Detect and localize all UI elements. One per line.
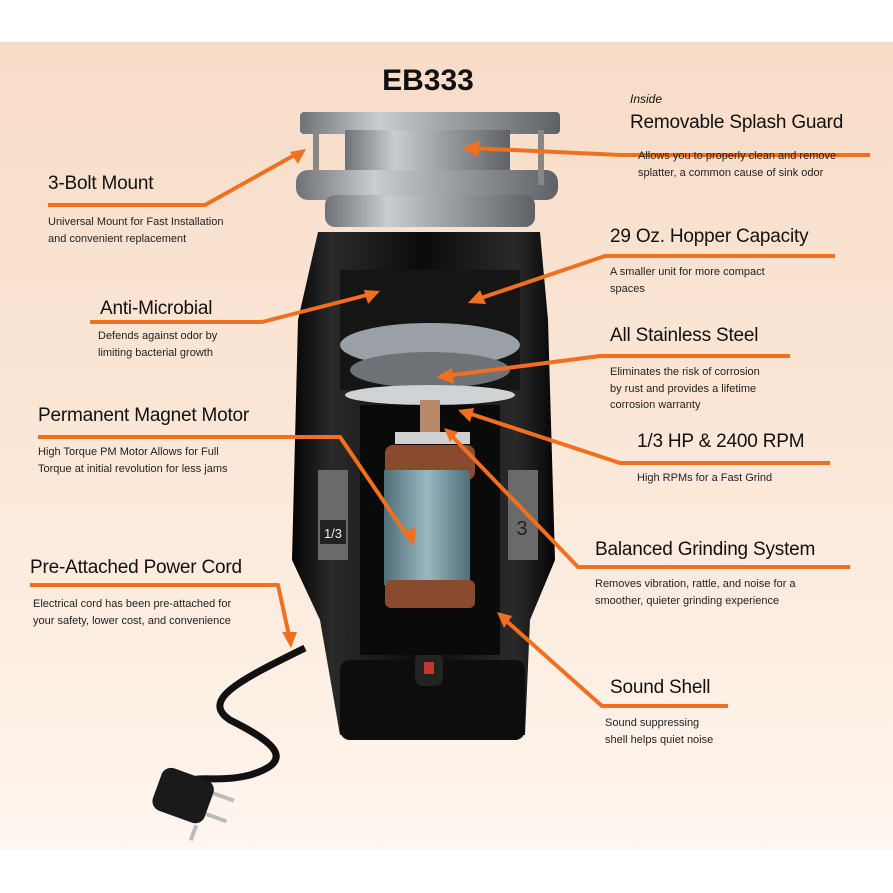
- sound-shell-heading: Sound Shell: [610, 677, 711, 698]
- power-cord-desc: Electrical cord has been pre-attached fo…: [33, 596, 231, 629]
- splash-guard-heading: Removable Splash Guard: [630, 112, 844, 133]
- desc-line: your safety, lower cost, and convenience: [33, 614, 231, 627]
- desc-line: High Torque PM Motor Allows for Full: [38, 446, 219, 458]
- desc-line: Defends against odor by: [98, 330, 218, 342]
- hopper-desc: A smaller unit for more compact spaces: [610, 264, 765, 297]
- anti-microbial-heading: Anti-Microbial: [100, 298, 213, 319]
- desc-line: splatter, a common cause of sink odor: [638, 166, 824, 179]
- motor-heading: Permanent Magnet Motor: [38, 405, 250, 426]
- bolt-mount-heading: 3-Bolt Mount: [48, 173, 154, 194]
- desc-line: High RPMs for a Fast Grind: [637, 472, 773, 484]
- splash-guard-line: [469, 146, 870, 157]
- desc-line: A smaller unit for more compact: [610, 266, 765, 278]
- motor-line: [38, 435, 412, 542]
- desc-line: Torque at initial revolution for less ja…: [38, 462, 228, 475]
- stainless-line: [444, 354, 790, 378]
- product-label-right: 3: [516, 518, 527, 540]
- desc-line: Sound suppressing: [605, 717, 700, 729]
- desc-line: by rust and provides a lifetime: [610, 382, 757, 395]
- desc-line: Universal Mount for Fast Installation: [48, 216, 224, 228]
- power-cord-heading: Pre-Attached Power Cord: [30, 557, 242, 578]
- desc-line: Allows you to properly clean and remove: [638, 150, 837, 162]
- splash-guard-prefix: Inside: [630, 92, 663, 106]
- balanced-line: [446, 430, 850, 569]
- sound-shell-desc: Sound suppressing shell helps quiet noise: [605, 715, 713, 748]
- desc-line: spaces: [610, 282, 645, 295]
- arrowheads: [282, 140, 512, 648]
- desc-line: shell helps quiet noise: [605, 733, 714, 746]
- splash-guard-desc: Allows you to properly clean and remove s…: [638, 148, 836, 181]
- bolt-mount-desc: Universal Mount for Fast Installation and…: [48, 214, 223, 247]
- desc-line: Removes vibration, rattle, and noise for…: [595, 578, 796, 590]
- stainless-heading: All Stainless Steel: [610, 325, 759, 346]
- desc-line: limiting bacterial growth: [98, 346, 213, 359]
- desc-line: smoother, quieter grinding experience: [595, 594, 780, 607]
- hp-rpm-desc: High RPMs for a Fast Grind: [637, 470, 772, 487]
- callout-lines: [30, 146, 870, 708]
- hopper-heading: 29 Oz. Hopper Capacity: [610, 226, 809, 247]
- hp-line: [464, 410, 830, 465]
- desc-line: corrosion warranty: [610, 399, 701, 411]
- desc-line: Electrical cord has been pre-attached fo…: [33, 598, 232, 610]
- power-cord-line: [30, 583, 292, 641]
- motor-stator: [384, 470, 470, 585]
- desc-line: Eliminates the risk of corrosion: [610, 366, 760, 378]
- bolt-mount-line: [48, 150, 301, 207]
- plug: [152, 767, 235, 842]
- hopper-line: [474, 254, 835, 302]
- power-cord: [176, 644, 307, 792]
- anti-microbial-desc: Defends against odor by limiting bacteria…: [98, 328, 217, 361]
- desc-line: and convenient replacement: [48, 232, 187, 245]
- stainless-desc: Eliminates the risk of corrosion by rust …: [610, 364, 760, 414]
- product-label-left: 1/3: [324, 526, 342, 541]
- balanced-heading: Balanced Grinding System: [595, 539, 816, 560]
- sound-shell-line: [500, 615, 728, 708]
- anti-microbial-line: [90, 291, 376, 324]
- hp-rpm-heading: 1/3 HP & 2400 RPM: [637, 431, 805, 452]
- balanced-desc: Removes vibration, rattle, and noise for…: [595, 576, 796, 609]
- model-title: EB333: [382, 64, 474, 97]
